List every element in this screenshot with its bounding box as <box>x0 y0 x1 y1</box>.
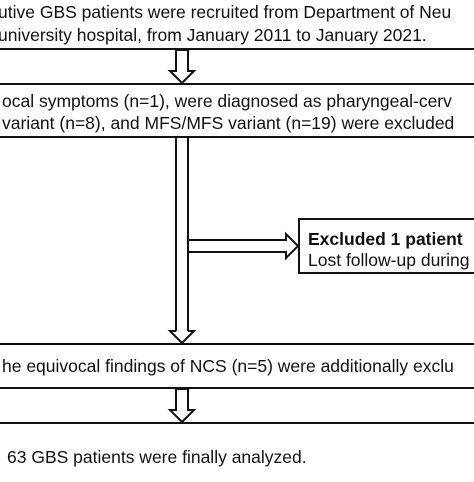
ncs-exclusion-text: he equivocal findings of NCS (n=5) were … <box>2 356 454 376</box>
recruitment-text-line2: university hospital, from January 2011 t… <box>0 25 427 45</box>
lost-followup-title: Excluded 1 patient <box>308 229 463 249</box>
final-analysis-box <box>0 422 474 482</box>
exclusion-text-line1: ocal symptoms (n=1), were diagnosed as p… <box>2 91 452 111</box>
down-arrow-3 <box>167 388 197 424</box>
down-arrow-1 <box>167 49 197 85</box>
lost-followup-detail: Lost follow-up during <box>308 250 470 270</box>
right-arrow <box>187 231 300 261</box>
exclusion-text-line2: variant (n=8), and MFS/MFS variant (n=19… <box>2 113 455 133</box>
recruitment-box <box>0 0 474 50</box>
recruitment-text-line1: utive GBS patients were recruited from D… <box>0 2 452 22</box>
final-analysis-text: 63 GBS patients were finally analyzed. <box>7 447 307 467</box>
exclusion-box-1 <box>0 83 474 138</box>
ncs-exclusion-box <box>0 343 474 389</box>
down-arrow-2-head <box>167 330 197 345</box>
